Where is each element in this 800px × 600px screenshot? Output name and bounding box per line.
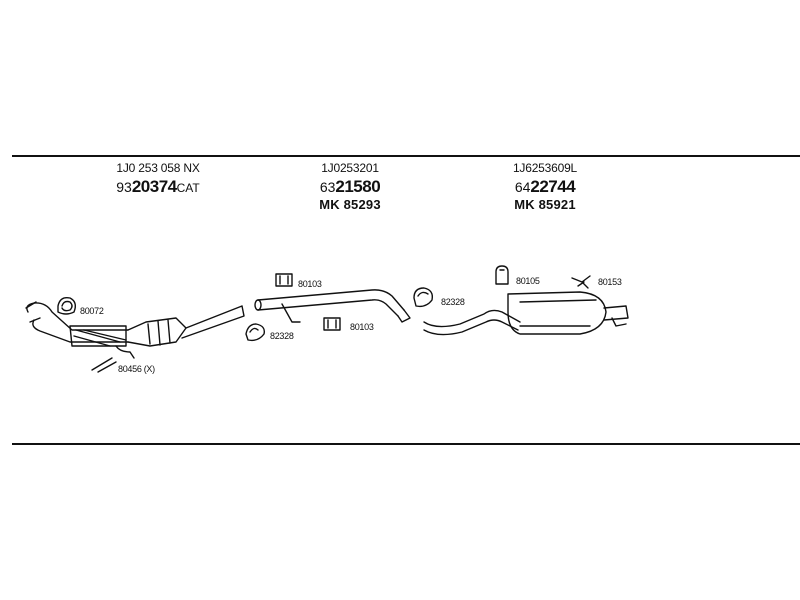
part-label: 80103 (350, 322, 374, 332)
part-label: 80456 (X) (118, 364, 155, 374)
part-label: 80105 (516, 276, 540, 286)
oe-number: 1J6253609L (512, 161, 578, 175)
oe-number: 1J0 253 058 NX (116, 161, 200, 175)
front-pipe-header: 1J0253201 6321580 MK 85293 (290, 162, 410, 211)
part-label: 82328 (270, 331, 294, 341)
oe-number: 1J0253201 (321, 161, 379, 175)
hanger-80103-top (275, 273, 293, 287)
hanger-80103-mid (323, 317, 341, 331)
catalytic-converter (115, 305, 245, 359)
bolt-set-80456 (91, 357, 117, 373)
front-pipe (254, 289, 411, 323)
article-number: 9320374CAT (116, 177, 200, 196)
clamp-82328-left (245, 323, 266, 342)
catalytic-converter-header: 1J0 253 058 NX 9320374CAT (88, 162, 228, 195)
hanger-80153 (571, 275, 591, 289)
gasket-80072 (57, 296, 77, 315)
clamp-82328-right (413, 287, 434, 308)
rear-silencer (423, 291, 629, 336)
part-label: 80103 (298, 279, 322, 289)
bottom-rule (12, 443, 800, 445)
down-pipe (25, 301, 129, 347)
part-label: 82328 (441, 297, 465, 307)
article-number: 6321580 (319, 177, 381, 196)
part-label: 80072 (80, 306, 104, 316)
mk-number: MK 85921 (514, 197, 576, 212)
rear-silencer-header: 1J6253609L 6422744 MK 85921 (490, 162, 600, 211)
article-number: 6422744 (514, 177, 576, 196)
mk-number: MK 85293 (319, 197, 381, 212)
top-rule (12, 155, 800, 157)
hanger-80105 (495, 265, 509, 285)
part-label: 80153 (598, 277, 622, 287)
